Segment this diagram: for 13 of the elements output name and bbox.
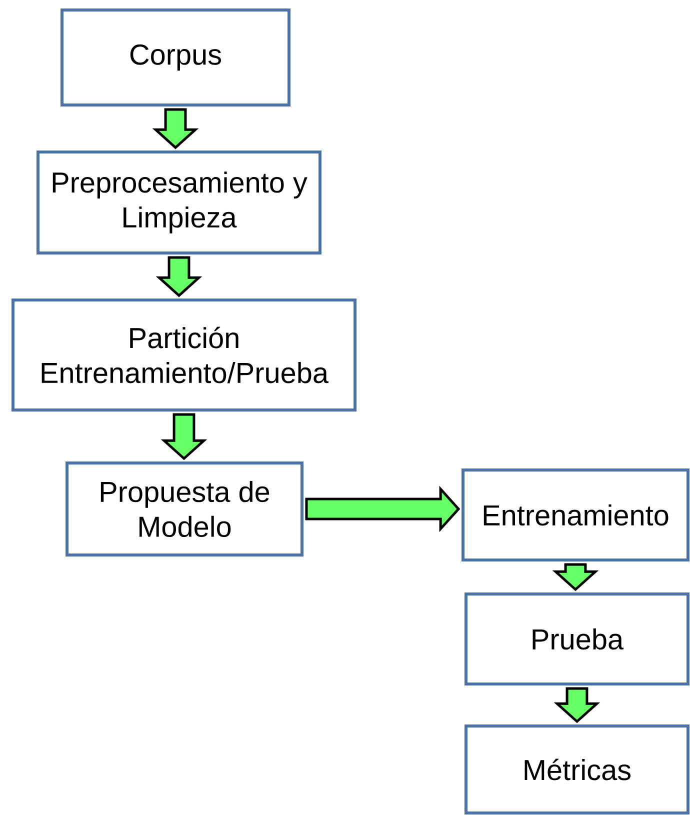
block-arrow [152, 108, 199, 150]
block-arrow [305, 486, 460, 532]
block-arrow [554, 687, 600, 724]
block-arrow [552, 563, 599, 592]
process-box: Entrenamiento [462, 468, 690, 562]
process-box: Corpus [60, 8, 290, 106]
process-box: Preprocesamiento y Limpieza [36, 150, 322, 254]
process-box: Métricas [464, 724, 690, 814]
process-box: Propuesta de Modelo [66, 462, 304, 556]
process-box: Prueba [464, 592, 690, 686]
process-box: Partición Entrenamiento/Prueba [12, 298, 356, 412]
block-arrow [160, 413, 208, 460]
block-arrow [156, 256, 202, 298]
